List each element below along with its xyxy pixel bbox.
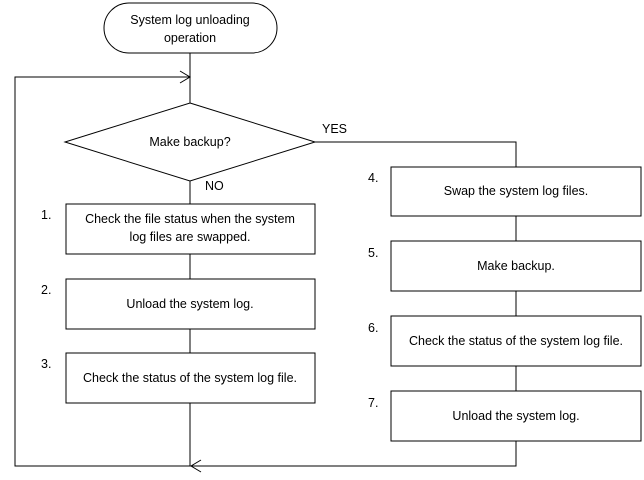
step-4-label: Swap the system log files. (444, 184, 589, 198)
step-1-number: 1. (41, 208, 51, 222)
no-label: NO (205, 179, 224, 193)
step-4-number: 4. (368, 171, 378, 185)
step-1: 1. Check the file status when the system… (41, 203, 316, 255)
step-6-number: 6. (368, 321, 378, 335)
step-3-label: Check the status of the system log file. (83, 371, 297, 385)
step-2-label: Unload the system log. (126, 297, 253, 311)
arrowheads (179, 70, 202, 473)
start-label-line2: operation (164, 31, 216, 45)
decision-node: Make backup? YES NO (63, 102, 347, 193)
start-label-line1: System log unloading (130, 13, 250, 27)
loop-arrowhead (179, 70, 191, 84)
connectors (14, 53, 517, 467)
merge-arrowhead (190, 459, 202, 473)
start-node: System log unloading operation (103, 2, 278, 54)
step-2-number: 2. (41, 283, 51, 297)
step-5-label: Make backup. (477, 259, 555, 273)
step-5-number: 5. (368, 246, 378, 260)
decision-label: Make backup? (149, 135, 230, 149)
step-3-number: 3. (41, 357, 51, 371)
step-7-number: 7. (368, 396, 378, 410)
step-3: 3. Check the status of the system log fi… (41, 352, 316, 404)
step-7: 7. Unload the system log. (368, 390, 642, 442)
step-1-label-line2: log files are swapped. (130, 230, 251, 244)
step-2: 2. Unload the system log. (41, 278, 316, 330)
step-6-label: Check the status of the system log file. (409, 334, 623, 348)
yes-label: YES (322, 122, 347, 136)
step-5: 5. Make backup. (368, 240, 642, 292)
step-6: 6. Check the status of the system log fi… (368, 315, 642, 367)
step-7-label: Unload the system log. (452, 409, 579, 423)
step-1-label-line1: Check the file status when the system (85, 212, 295, 226)
step-4: 4. Swap the system log files. (368, 166, 642, 217)
